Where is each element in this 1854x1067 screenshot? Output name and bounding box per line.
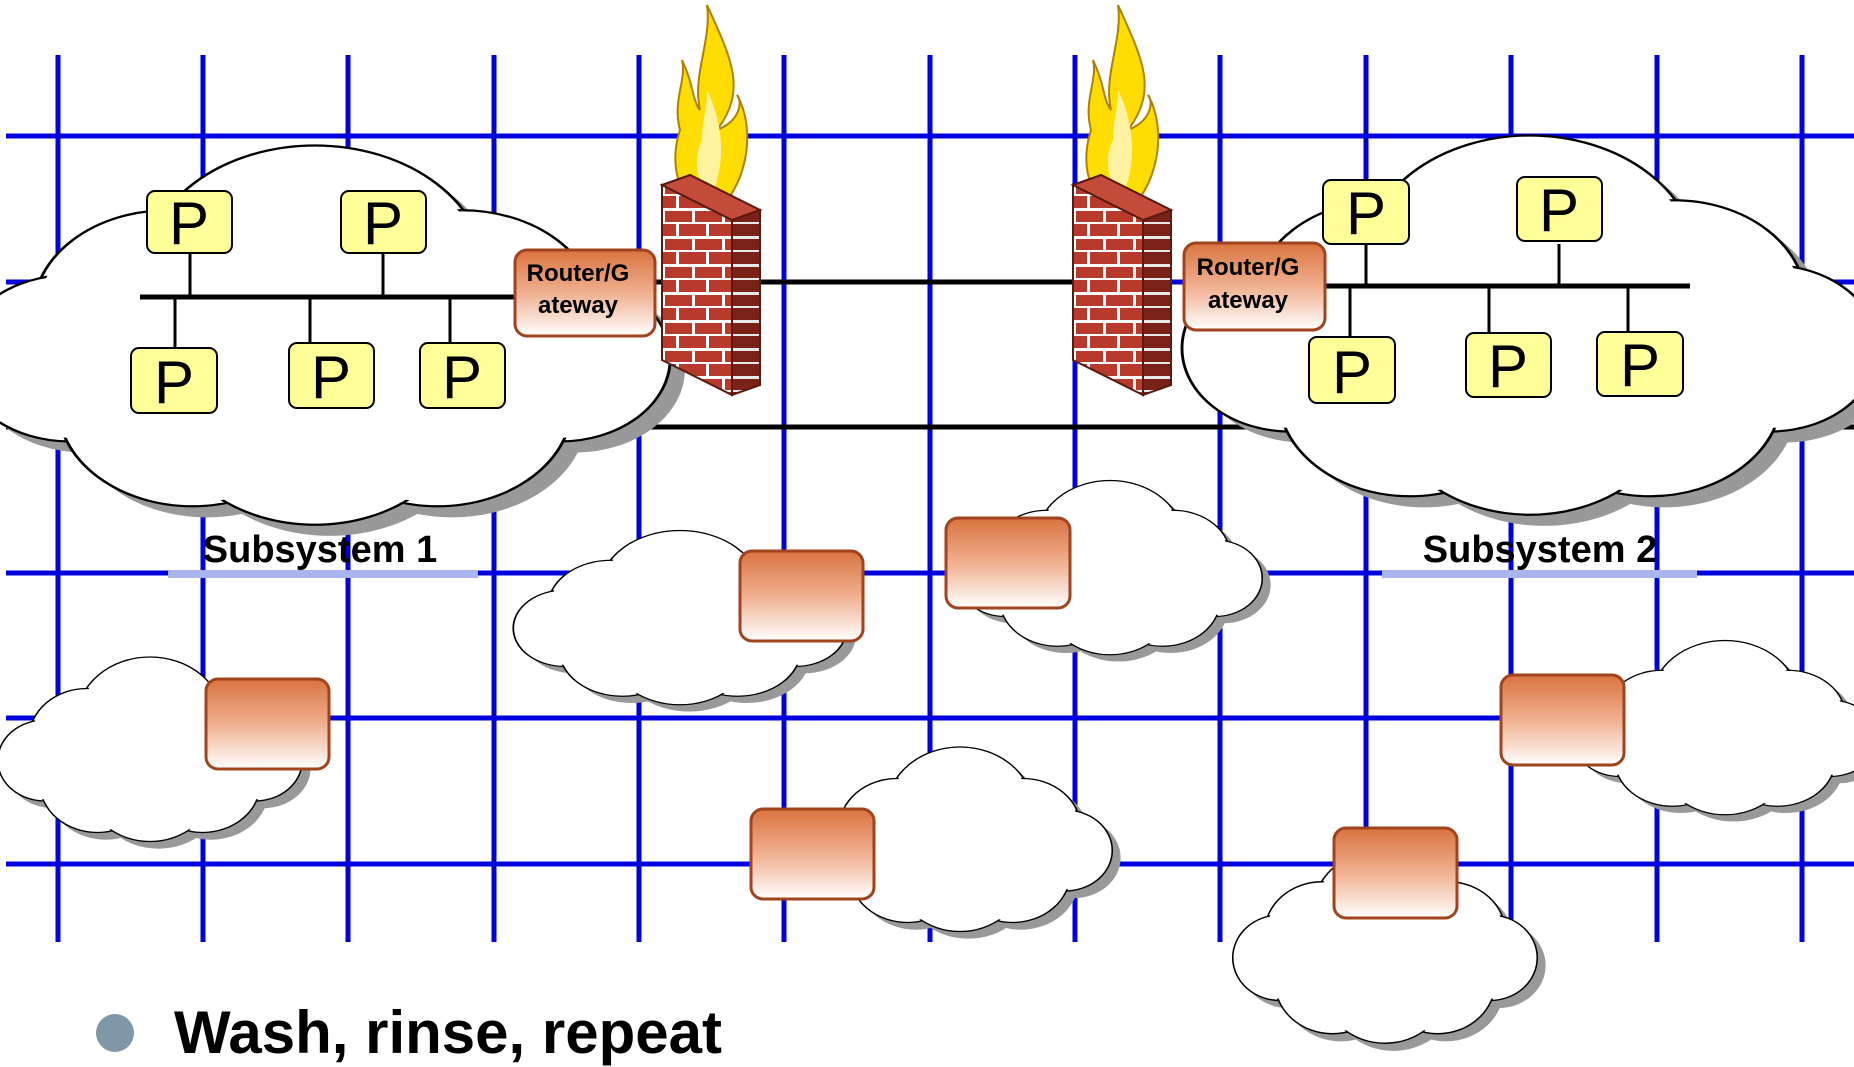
svg-text:P: P (169, 190, 209, 257)
firewall-icon (659, 4, 763, 397)
node-p: P (1308, 336, 1396, 406)
svg-text:P: P (1332, 339, 1372, 406)
bullet-icon (96, 1014, 134, 1052)
subsystem-2-cloud: P P P P P Router/G ateway (1180, 134, 1854, 526)
node-p: P (340, 190, 427, 257)
router-box (738, 549, 865, 643)
router-gateway-2: Router/G ateway (1182, 241, 1327, 332)
node-p: P (288, 342, 375, 411)
node-p: P (130, 347, 218, 416)
svg-text:Router/G: Router/G (1197, 254, 1300, 281)
bullet-text: Wash, rinse, repeat (174, 999, 722, 1066)
subsystem-2-label: Subsystem 2 (1423, 529, 1657, 571)
node-p: P (1516, 176, 1603, 244)
small-cloud-3 (0, 656, 331, 849)
node-p: P (419, 342, 506, 411)
svg-text:Router/G: Router/G (527, 260, 630, 287)
svg-text:P: P (1539, 177, 1579, 244)
subsystem-1-cloud: P P P P P Router/G ateway (0, 144, 685, 536)
node-p: P (146, 190, 233, 257)
small-cloud-1 (512, 529, 865, 712)
firewall-icon (1070, 4, 1174, 397)
subsystem-2-underline (1382, 570, 1697, 578)
router-gateway-1: Router/G ateway (513, 248, 657, 338)
svg-text:P: P (1620, 332, 1660, 399)
svg-text:P: P (154, 349, 194, 416)
small-cloud-6 (1231, 826, 1546, 1051)
svg-text:P: P (311, 344, 351, 411)
router-box (204, 677, 331, 771)
svg-text:P: P (363, 190, 403, 257)
router-box (1499, 673, 1626, 767)
node-p: P (1322, 179, 1410, 247)
small-cloud-2 (944, 479, 1271, 662)
router-box (944, 516, 1072, 610)
svg-text:ateway: ateway (1208, 287, 1289, 314)
svg-text:P: P (1488, 333, 1528, 400)
node-p: P (1596, 331, 1684, 399)
subsystem-1-underline (168, 570, 478, 578)
svg-text:P: P (1346, 180, 1386, 247)
router-box (1332, 826, 1459, 920)
subsystem-1-label: Subsystem 1 (203, 529, 437, 571)
small-cloud-5 (1499, 639, 1854, 822)
svg-text:ateway: ateway (538, 292, 619, 319)
router-box (749, 807, 876, 901)
small-cloud-4 (749, 746, 1121, 939)
svg-text:P: P (442, 344, 482, 411)
node-p: P (1465, 332, 1552, 400)
